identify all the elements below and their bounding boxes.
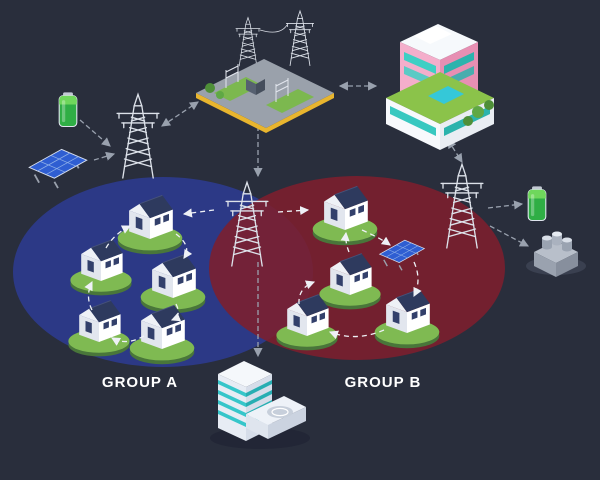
loop-arrow bbox=[328, 329, 385, 340]
arrow-tower-right-to-factory bbox=[489, 225, 530, 247]
loop-arrow bbox=[340, 231, 350, 253]
power-substation-icon bbox=[196, 10, 334, 133]
loop-arrow bbox=[84, 280, 93, 311]
loop-arrow bbox=[175, 233, 193, 259]
battery-right-icon bbox=[527, 185, 547, 222]
group-a-label: GROUP A bbox=[101, 374, 179, 391]
group-b-label: GROUP B bbox=[344, 374, 422, 391]
battery-left-icon bbox=[58, 91, 78, 128]
loop-arrow bbox=[170, 303, 182, 322]
office-building-icon bbox=[210, 361, 310, 449]
solar-array-left-icon bbox=[28, 148, 88, 190]
loop-arrow bbox=[298, 280, 316, 305]
group-b-energy-loop-arrows bbox=[298, 229, 422, 340]
arrow-battery-left-to-tower bbox=[79, 119, 111, 147]
hospital-building-icon bbox=[386, 24, 494, 150]
loop-arrow bbox=[361, 229, 391, 246]
transmission-tower-left-icon bbox=[116, 93, 160, 179]
loop-arrow bbox=[111, 335, 145, 346]
group-a-energy-loop-arrows bbox=[84, 225, 193, 346]
arrow-solar-left-to-tower bbox=[93, 151, 116, 161]
arrow-tower-right-to-battery bbox=[487, 200, 524, 210]
loop-arrow bbox=[105, 225, 132, 249]
factory-icon bbox=[526, 231, 586, 277]
arrow-tower-left-to-substation bbox=[161, 101, 199, 127]
loop-arrow bbox=[413, 261, 422, 298]
